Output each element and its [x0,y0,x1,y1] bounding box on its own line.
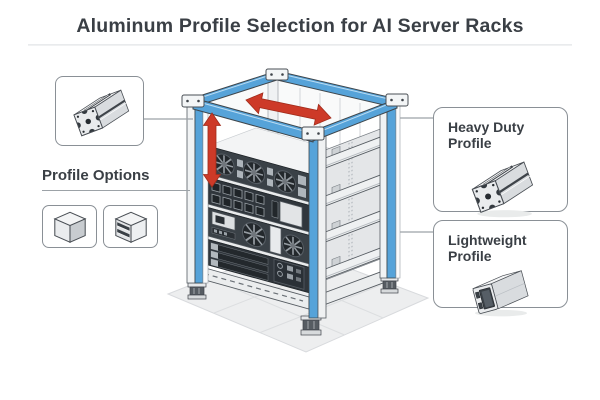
profile-option-solid [42,205,97,248]
title-divider [28,44,572,46]
vertical-double-arrow-icon [202,112,222,188]
side-panels [319,127,385,283]
page-title: Aluminum Profile Selection for AI Server… [76,15,524,37]
horizontal-double-arrow-icon [245,92,332,126]
corner-caps [181,68,409,141]
lightweight-profile-label: Lightweight Profile [448,232,527,264]
profile-options-divider [42,190,190,191]
lightweight-profile-icon [448,265,554,317]
profile-option-slotted [103,205,158,248]
lightweight-profile-callout: Lightweight Profile [433,220,568,317]
solid-cube-icon [47,208,93,246]
heavy-duty-profile-icon [445,152,557,218]
server-stack [207,145,310,294]
top-frame [192,70,398,143]
t-slot-profile-icon [61,81,139,141]
heavy-duty-profile-label: Heavy Duty Profile [448,119,525,151]
t-slot-profile-callout [55,76,144,146]
slotted-cube-icon [108,208,154,246]
profile-options-heading: Profile Options [42,167,150,184]
server-rack [181,68,409,336]
heavy-duty-profile-callout: Heavy Duty Profile [433,107,568,218]
